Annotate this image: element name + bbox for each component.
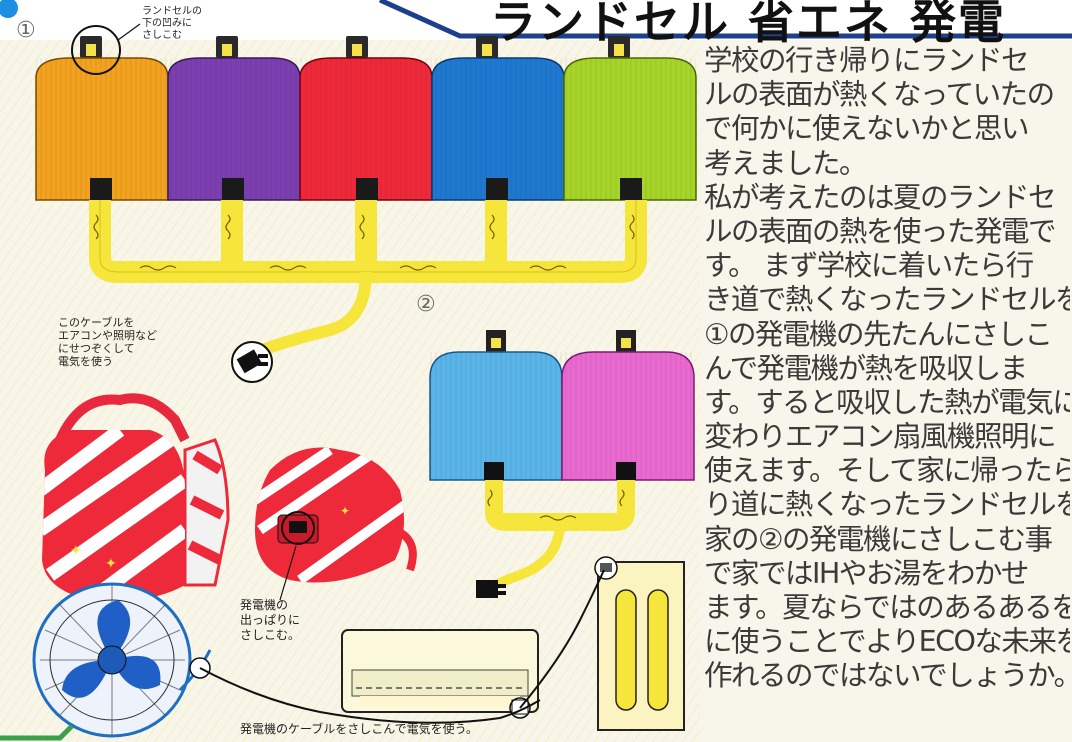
essay-line: 使えます。そして家に帰ったら帰 [704, 454, 1070, 488]
striped-backpack-2: ✦ [255, 447, 417, 601]
essay-line: で家ではIHやお湯をわかせ [704, 556, 1029, 590]
svg-text:✦: ✦ [340, 504, 350, 518]
essay-line: 考えました。 [704, 146, 868, 180]
air-conditioner-illustration [341, 629, 539, 719]
striped-backpack-1: ✦ ✦ [42, 393, 230, 601]
plug-1 [231, 341, 273, 383]
essay-line: ①の発電機の先たんにさしこ [704, 317, 1053, 351]
essay-line: す。 まず学校に着いたら行 [704, 249, 1034, 283]
note-bottom: 発電機のケーブルをさしこんで電気を使う。 [240, 722, 478, 736]
section-2-marker: ② [416, 292, 436, 317]
svg-text:✦: ✦ [70, 543, 82, 559]
essay-line: ます。夏ならではのあるあるを電力 [704, 591, 1070, 624]
page-title: ランドセル 省エネ 発電 [490, 0, 1007, 49]
ih-panel-illustration [594, 556, 685, 731]
generator-1 [35, 23, 697, 383]
essay-line: 家の②の発電機にさしこむ事 [704, 522, 1053, 556]
essay-line: んで発電機が熱を吸収しま [704, 351, 1028, 385]
note-pocket: 発電機の 出っぱりに さしこむ。 [240, 598, 301, 642]
essay-line: り道に熱くなったランドセルを [704, 488, 1070, 522]
essay-line: で何かに使えないかと思い [704, 112, 1030, 146]
note-top: ランドセルの 下の凹みに さしこむ [142, 6, 202, 41]
essay-text: 学校の行き帰りにランドセ ルの表面が熱くなっていたの で何かに使えないかと思い … [704, 44, 1070, 694]
essay-line: に使うことでよりECOな未来を [704, 625, 1070, 659]
essay-line: 私が考えたのは夏のランドセ [704, 180, 1057, 214]
essay-line: 作れるのではないでしょうか。 [704, 659, 1070, 693]
essay-line: 学校の行き帰りにランドセ [704, 44, 1030, 77]
essay-line: す。すると吸収した熱が電気に [704, 385, 1070, 419]
fan-illustration [32, 582, 212, 738]
essay-line: 変わりエアコン扇風機照明に [704, 420, 1057, 454]
essay-line: き道で熱くなったランドセルを [704, 283, 1070, 317]
note-cable: このケーブルを エアコンや照明など にせつぞくして 電気を使う [58, 316, 157, 368]
svg-text:✦: ✦ [105, 556, 117, 572]
essay-line: ルの表面の熱を使った発電で [704, 214, 1057, 248]
essay-line: ルの表面が熱くなっていたの [704, 78, 1055, 112]
generator-2 [429, 330, 695, 598]
section-1-marker: ① [16, 18, 36, 43]
